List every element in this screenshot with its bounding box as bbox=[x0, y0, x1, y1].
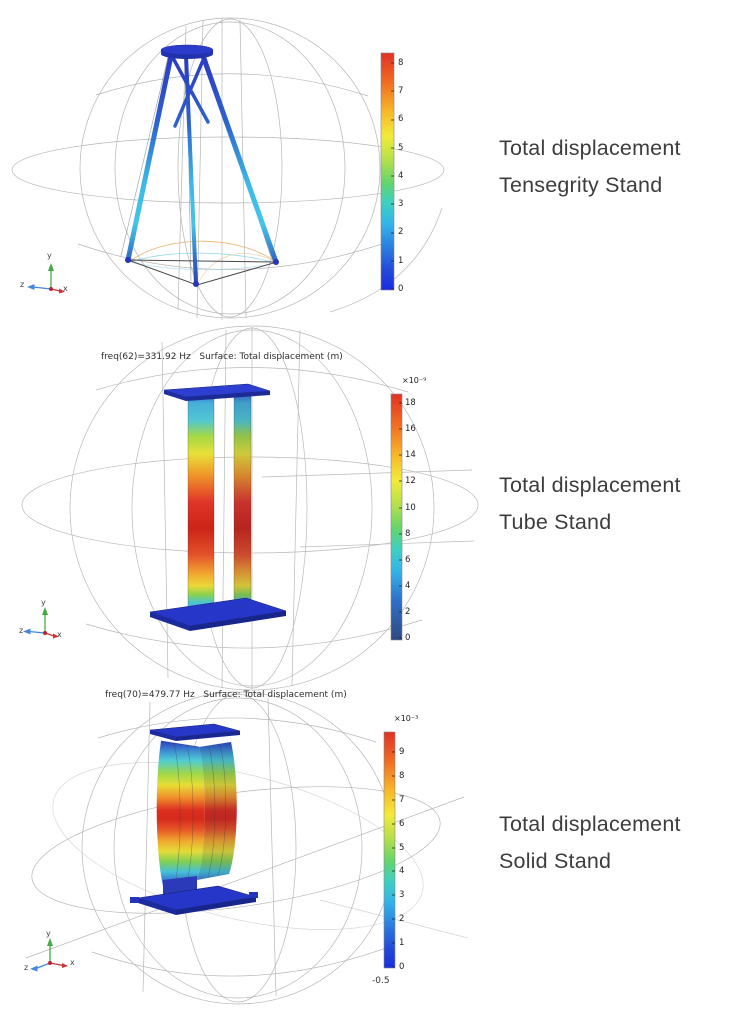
colorbar-tick: 7 bbox=[399, 795, 405, 805]
colorbar-tick: 1 bbox=[399, 938, 405, 948]
caption-tensegrity: Total displacement Tensegrity Stand bbox=[499, 130, 729, 204]
below-scale-label: -0.5 bbox=[372, 976, 390, 986]
tensegrity-model bbox=[120, 44, 279, 287]
axis-label-y: y bbox=[41, 598, 46, 607]
colorbar-tick: 0 bbox=[405, 633, 411, 643]
colorbar-tick: 8 bbox=[399, 771, 405, 781]
solid-model bbox=[130, 723, 258, 915]
colorbar-tick: 0 bbox=[398, 284, 404, 294]
colorbar-tick: 5 bbox=[399, 843, 405, 853]
wireframe-sphere-1 bbox=[11, 17, 445, 320]
colorbar-tick: 2 bbox=[405, 607, 411, 617]
axis-triad-2 bbox=[23, 607, 59, 639]
colorbar-tick: 9 bbox=[399, 747, 405, 757]
plot-title-solid: freq(70)=479.77 Hz Surface: Total displa… bbox=[105, 690, 347, 700]
axis-label-z: z bbox=[20, 280, 25, 289]
tensegrity-panel bbox=[11, 17, 445, 320]
colorbar-tick: 1 bbox=[398, 256, 404, 266]
colorbar-tick: 2 bbox=[398, 227, 404, 237]
solid-panel bbox=[25, 691, 469, 1005]
axis-label-y: y bbox=[46, 929, 51, 938]
colorbar-tick: 4 bbox=[398, 171, 404, 181]
colorbar-tick: 6 bbox=[398, 114, 404, 124]
axis-triad-1 bbox=[27, 263, 65, 294]
colorbar-tick: 3 bbox=[399, 890, 405, 900]
colorbar-tick: 7 bbox=[398, 86, 404, 96]
colorbar-tick: 2 bbox=[399, 914, 405, 924]
colorbar-tick: 10 bbox=[405, 503, 416, 513]
colorbar-tick: 16 bbox=[405, 424, 416, 434]
axis-label-y: y bbox=[47, 251, 52, 260]
colorbar-tube bbox=[390, 393, 403, 641]
colorbar-tick: 3 bbox=[398, 199, 404, 209]
colorbar-tick: 18 bbox=[405, 398, 416, 408]
caption-line: Total displacement bbox=[499, 812, 681, 836]
colorbar-solid bbox=[383, 731, 396, 969]
colorbar-exponent-solid: ×10⁻³ bbox=[394, 714, 419, 723]
axis-label-x: x bbox=[57, 630, 62, 639]
plot-title-tube: freq(62)=331.92 Hz Surface: Total displa… bbox=[101, 352, 343, 362]
colorbar-tick: 8 bbox=[405, 529, 411, 539]
caption-line: Total displacement bbox=[499, 136, 681, 160]
axis-label-x: x bbox=[70, 958, 75, 967]
colorbar-tick: 4 bbox=[399, 866, 405, 876]
caption-solid: Total displacement Solid Stand bbox=[499, 806, 729, 880]
colorbar-tick: 14 bbox=[405, 450, 416, 460]
caption-line: Solid Stand bbox=[499, 849, 612, 873]
caption-line: Tube Stand bbox=[499, 510, 612, 534]
colorbar-tensegrity bbox=[380, 52, 395, 291]
colorbar-tick: 6 bbox=[399, 819, 405, 829]
colorbar-tick: 8 bbox=[398, 58, 404, 68]
axis-label-x: x bbox=[63, 284, 68, 293]
caption-tube: Total displacement Tube Stand bbox=[499, 467, 729, 541]
colorbar-tick: 12 bbox=[405, 476, 416, 486]
colorbar-tick: 0 bbox=[399, 962, 405, 972]
colorbar-exponent-tube: ×10⁻⁹ bbox=[402, 376, 427, 385]
tube-panel bbox=[21, 325, 479, 691]
caption-line: Total displacement bbox=[499, 473, 681, 497]
colorbar-tick: 4 bbox=[405, 581, 411, 591]
axis-triad-3 bbox=[30, 938, 68, 972]
axis-label-z: z bbox=[19, 626, 24, 635]
tube-model bbox=[149, 383, 287, 631]
colorbar-tick: 6 bbox=[405, 555, 411, 565]
colorbar-tick: 5 bbox=[398, 143, 404, 153]
axis-label-z: z bbox=[24, 963, 29, 972]
caption-line: Tensegrity Stand bbox=[499, 173, 663, 197]
